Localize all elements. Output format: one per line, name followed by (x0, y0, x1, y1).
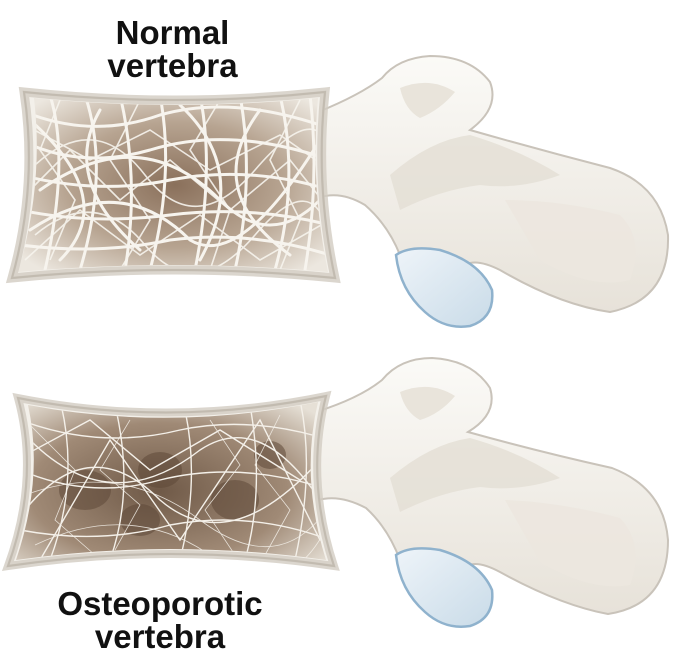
osteoporotic-label-line2: vertebra (10, 620, 310, 653)
normal-vertebra (10, 56, 668, 327)
osteoporotic-label-line1: Osteoporotic (10, 587, 310, 620)
osteoporotic-vertebra-label: Osteoporotic vertebra (10, 587, 310, 653)
